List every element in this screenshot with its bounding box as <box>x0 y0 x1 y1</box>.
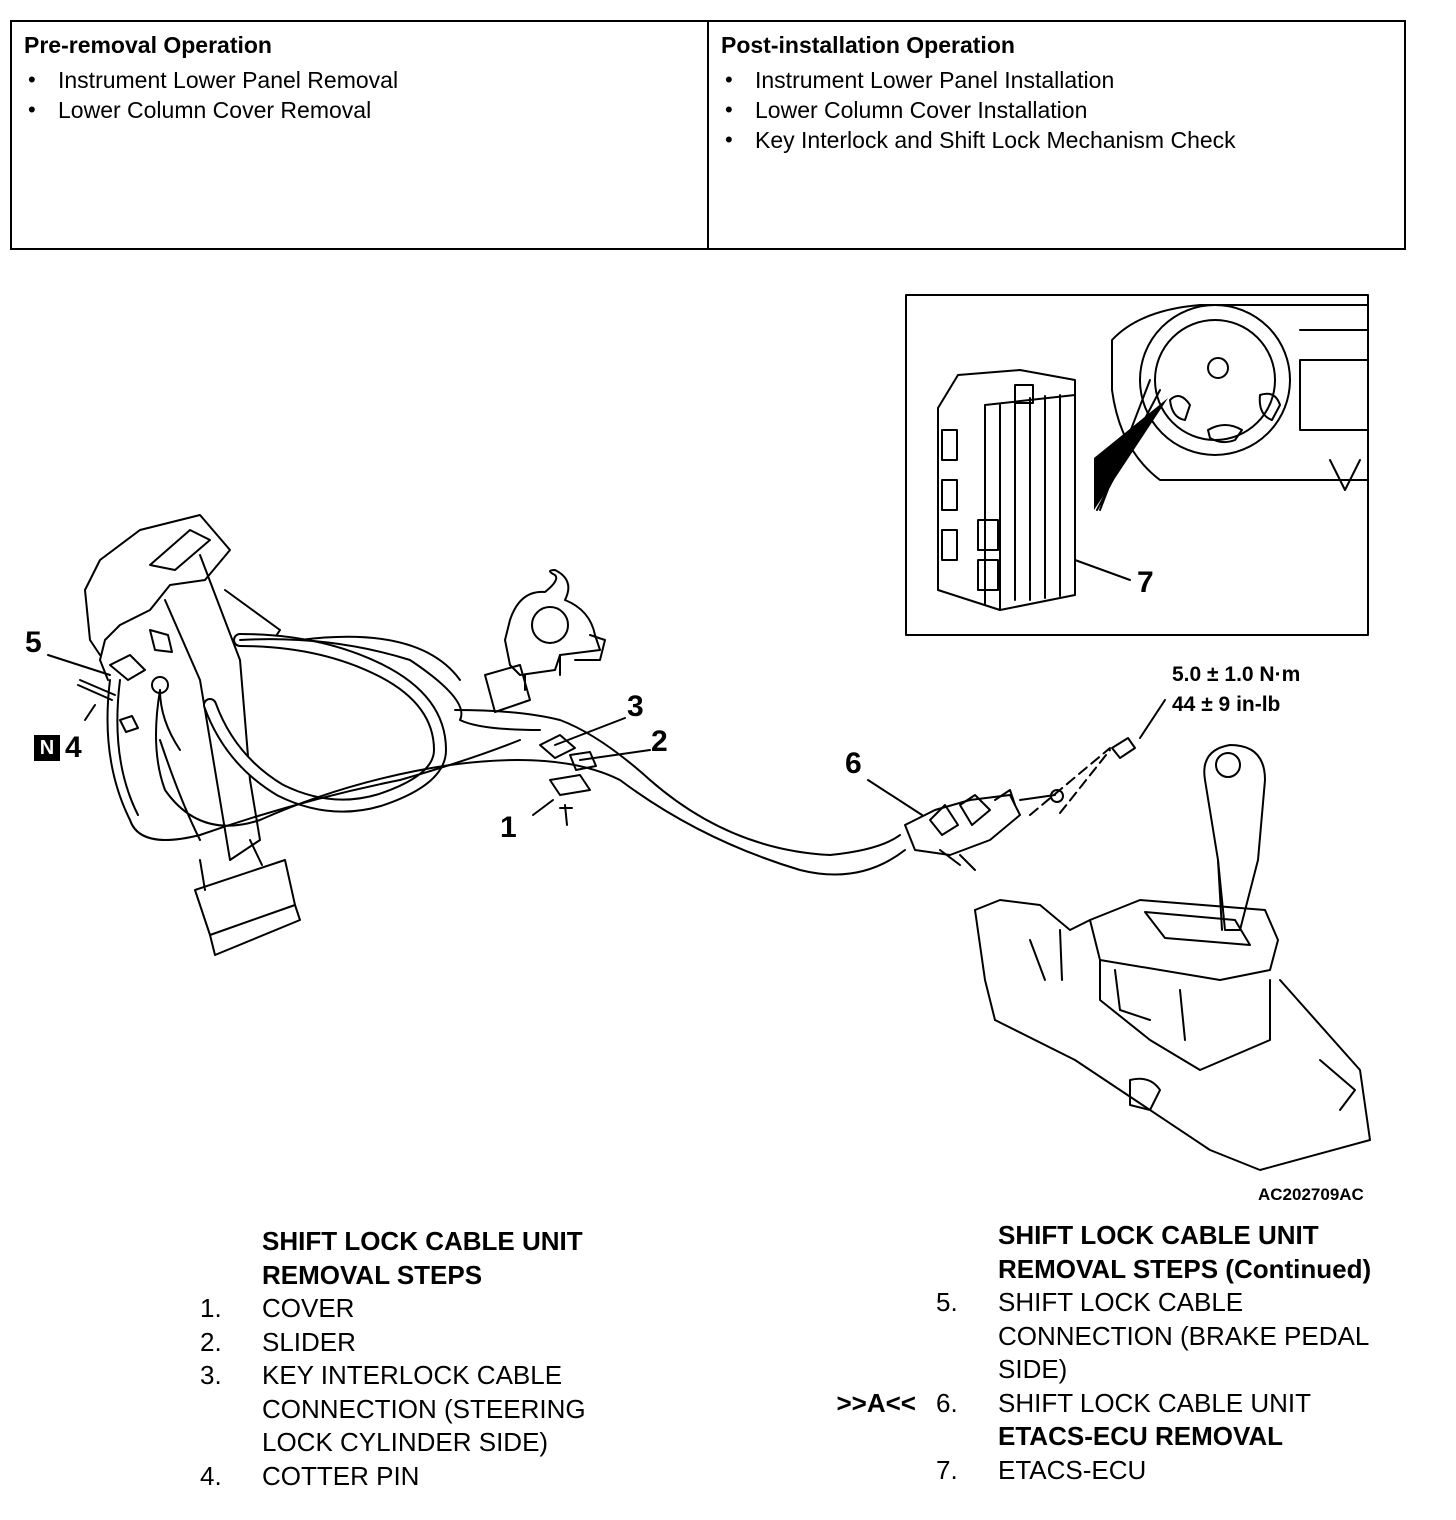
step-text: COVER <box>262 1293 355 1323</box>
shift-lock-cable-unit-drawing <box>904 699 1166 871</box>
callout-5: 5 <box>25 626 42 659</box>
post-installation-item: Key Interlock and Shift Lock Mechanism C… <box>721 125 1392 155</box>
steps-subheading: ETACS-ECU REMOVAL <box>998 1421 1284 1451</box>
inset-frame <box>905 294 1369 636</box>
pre-removal-item: Lower Column Cover Removal <box>24 95 695 125</box>
pre-removal-heading: Pre-removal Operation <box>24 32 272 58</box>
pre-removal-column: Pre-removal Operation Instrument Lower P… <box>12 22 709 248</box>
step-text: KEY INTERLOCK CABLE <box>262 1360 563 1390</box>
callout-3: 3 <box>627 690 644 723</box>
steps-heading: SHIFT LOCK CABLE UNIT <box>998 1220 1319 1250</box>
step-number: 2. <box>200 1326 222 1357</box>
figure-code: AC202709AC <box>1258 1185 1364 1204</box>
leader-1 <box>532 799 554 816</box>
step-number: 3. <box>200 1360 222 1390</box>
step-row: 5. SHIFT LOCK CABLE <box>836 1286 1436 1320</box>
illustration-drawing <box>47 294 1371 1171</box>
torque-inlb: 44 ± 9 in-lb <box>1172 693 1281 716</box>
step-text: COTTER PIN <box>262 1460 420 1491</box>
callout-1: 1 <box>500 811 517 844</box>
removal-steps-right: SHIFT LOCK CABLE UNIT REMOVAL STEPS (Con… <box>836 1219 1436 1487</box>
step-number: 4. <box>200 1460 222 1491</box>
pre-removal-list: Instrument Lower Panel Removal Lower Col… <box>24 65 695 125</box>
steps-heading: REMOVAL STEPS <box>262 1259 483 1290</box>
new-part-badge: N <box>34 735 60 761</box>
callout-6: 6 <box>845 747 862 780</box>
leader-3 <box>554 717 626 746</box>
step-text: SHIFT LOCK CABLE <box>998 1287 1244 1317</box>
operations-table: Pre-removal Operation Instrument Lower P… <box>10 20 1406 250</box>
step-mark <box>836 1286 936 1320</box>
post-installation-item: Lower Column Cover Installation <box>721 95 1392 125</box>
pre-removal-item: Instrument Lower Panel Removal <box>24 65 695 95</box>
step-row: 4. COTTER PIN <box>200 1460 630 1494</box>
torque-spec: 5.0 ± 1.0 N·m 44 ± 9 in-lb <box>1172 660 1300 720</box>
steering-lock-cylinder-drawing <box>484 569 606 713</box>
leader-2 <box>579 749 651 761</box>
step-row: >>A<< 6. SHIFT LOCK CABLE UNIT <box>836 1387 1436 1421</box>
step-text: CONNECTION (BRAKE PEDAL <box>998 1320 1370 1351</box>
step-mark: >>A<< <box>836 1387 916 1418</box>
step-text: SLIDER <box>262 1326 356 1357</box>
step-text: LOCK CYLINDER SIDE) <box>262 1427 549 1457</box>
step-number: 5. <box>936 1287 958 1317</box>
shift-lever-console-drawing <box>974 744 1371 1171</box>
torque-nm: 5.0 ± 1.0 N·m <box>1172 663 1301 686</box>
etacs-ecu-drawing <box>937 369 1131 611</box>
step-row: 2. SLIDER <box>200 1326 630 1360</box>
step-row: 1. COVER <box>200 1292 630 1326</box>
step-text: SIDE) <box>998 1354 1068 1384</box>
exploded-view-illustration: 5 N 4 3 2 1 6 7 5.0 ± 1.0 N·m 44 ± 9 in-… <box>0 280 1456 1215</box>
callout-4: 4 <box>65 731 82 764</box>
step-number: 1. <box>200 1293 222 1323</box>
step-text: CONNECTION (STEERING <box>262 1393 586 1424</box>
step-number: 6. <box>936 1387 958 1418</box>
step-row: 7. ETACS-ECU <box>836 1454 1436 1488</box>
steps-heading: REMOVAL STEPS (Continued) <box>998 1253 1372 1284</box>
leader-5 <box>47 654 111 676</box>
leader-6 <box>867 779 923 816</box>
steps-heading: SHIFT LOCK CABLE UNIT <box>262 1226 583 1256</box>
brake-pedal-drawing <box>84 514 301 956</box>
step-number: 7. <box>936 1454 958 1485</box>
callout-7: 7 <box>1137 566 1154 599</box>
post-installation-column: Post-installation Operation Instrument L… <box>709 22 1404 248</box>
post-installation-heading: Post-installation Operation <box>721 32 1015 58</box>
step-text: SHIFT LOCK CABLE UNIT <box>998 1387 1312 1418</box>
step-row: 3. KEY INTERLOCK CABLE <box>200 1359 630 1393</box>
step-text: ETACS-ECU <box>998 1454 1147 1485</box>
dashboard-drawing <box>1096 304 1369 511</box>
removal-steps-left: SHIFT LOCK CABLE UNIT REMOVAL STEPS 1. C… <box>200 1225 630 1493</box>
post-installation-list: Instrument Lower Panel Installation Lowe… <box>721 65 1392 155</box>
post-installation-item: Instrument Lower Panel Installation <box>721 65 1392 95</box>
leader-4 <box>84 704 96 721</box>
callout-2: 2 <box>651 725 668 758</box>
